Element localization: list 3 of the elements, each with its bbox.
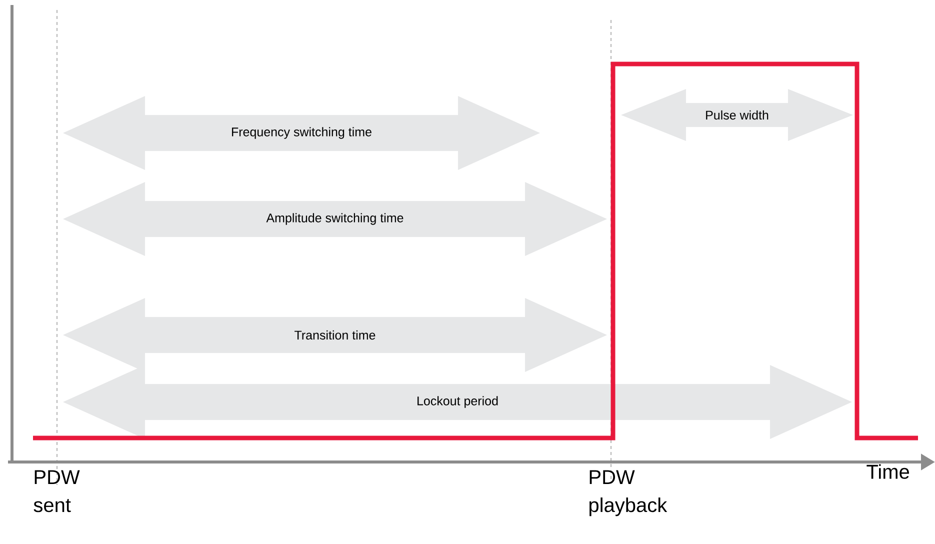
axis-label: Time	[866, 464, 910, 479]
axis-label: PDW playback	[590, 470, 668, 516]
axis-label: PDW sent	[34, 470, 80, 512]
